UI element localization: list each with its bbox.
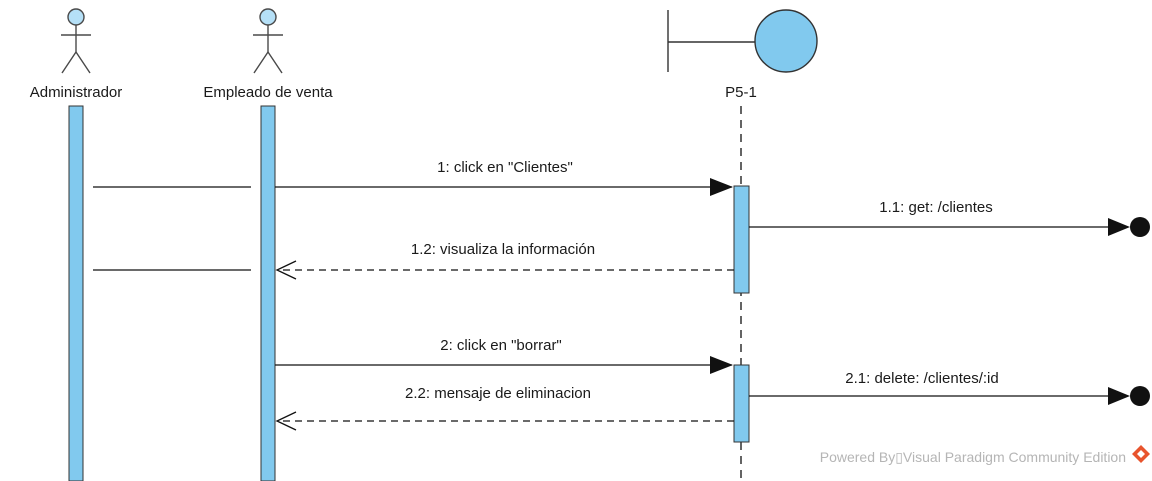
filled-arrowhead-icon: [710, 356, 733, 374]
message-label-1-2: 1.2: visualiza la información: [411, 241, 595, 258]
lost-message-endpoint-icon: [1130, 386, 1150, 406]
filled-arrowhead-icon: [1108, 387, 1130, 405]
message-2-1: [749, 386, 1150, 406]
actor-administrador: [61, 8, 91, 74]
activation-bar-1: [733, 185, 750, 294]
message-label-2-2: 2.2: mensaje de eliminacion: [405, 385, 591, 402]
message-1-2: [275, 260, 734, 280]
boundary-circle-icon: [754, 9, 818, 73]
message-2-2: [275, 411, 734, 431]
watermark-text: Powered By▯Visual Paradigm Community Edi…: [820, 449, 1126, 465]
open-arrowhead-icon: [275, 260, 297, 280]
boundary-p5-1: [667, 9, 818, 73]
lost-message-endpoint-icon: [1130, 217, 1150, 237]
filled-arrowhead-icon: [1108, 218, 1130, 236]
actor-head: [259, 8, 277, 26]
visual-paradigm-logo-icon: [1132, 445, 1150, 463]
actor-label-administrador: Administrador: [30, 84, 123, 101]
actor-right-leg: [75, 51, 91, 74]
actor-left-leg: [61, 51, 77, 74]
message-label-1: 1: click en "Clientes": [437, 159, 573, 176]
lifeline-bar-empleado: [260, 105, 276, 481]
boundary-label: P5-1: [725, 84, 757, 101]
actor-left-leg: [253, 51, 269, 74]
message-label-2: 2: click en "borrar": [440, 337, 562, 354]
message-1-1: [749, 217, 1150, 237]
message-1: [275, 178, 733, 196]
actor-label-empleado: Empleado de venta: [203, 84, 333, 101]
message-2: [275, 356, 733, 374]
open-arrowhead-icon: [275, 411, 297, 431]
message-label-2-1: 2.1: delete: /clientes/:id: [845, 370, 998, 387]
actor-empleado: [253, 8, 283, 74]
actor-head: [67, 8, 85, 26]
lifeline-bar-administrador: [68, 105, 84, 481]
activation-bar-2: [733, 364, 750, 443]
message-label-1-1: 1.1: get: /clientes: [879, 199, 992, 216]
filled-arrowhead-icon: [710, 178, 733, 196]
actor-right-leg: [267, 51, 283, 74]
